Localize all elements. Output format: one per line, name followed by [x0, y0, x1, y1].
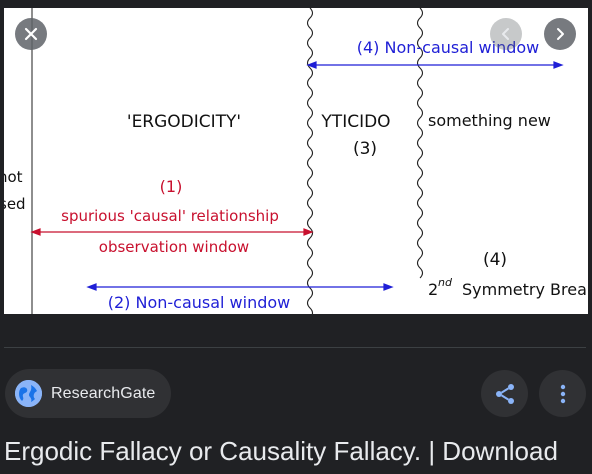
- label-mirrored: YTICIDO: [320, 112, 390, 132]
- label-spurious: spurious 'causal' relationship: [61, 207, 279, 225]
- chevron-right-icon: [557, 28, 564, 40]
- wavy-line-left: [306, 8, 314, 314]
- source-chip[interactable]: ResearchGate: [5, 369, 172, 418]
- label-ergodicity: 'ERGODICITY': [127, 112, 241, 132]
- label-symmetry-sup: nd: [438, 276, 453, 289]
- label-1: (1): [160, 177, 183, 196]
- wavy-line-right: [416, 8, 424, 279]
- share-button[interactable]: [481, 370, 528, 417]
- arrow-noncausal-2: [86, 283, 394, 291]
- previous-button[interactable]: [490, 18, 522, 50]
- label-symmetry-base: 2: [428, 280, 438, 299]
- label-noncausal-2: (2) Non-causal window: [108, 293, 291, 312]
- close-button[interactable]: [15, 18, 47, 50]
- share-icon: [495, 383, 514, 404]
- top-strip: [0, 0, 592, 8]
- close-icon: [24, 27, 38, 41]
- label-something-new: something new: [428, 111, 551, 130]
- more-options-button[interactable]: [539, 370, 586, 417]
- figure-svg: 'ERGODICITY' YTICIDO (3) something new (…: [4, 8, 588, 314]
- label-cut-bottom: sed: [4, 195, 26, 213]
- arrow-observation: [30, 228, 314, 236]
- result-title-link[interactable]: Ergodic Fallacy or Causality Fallacy. | …: [4, 436, 558, 466]
- label-symmetry-rest: Symmetry Brea: [462, 280, 587, 299]
- next-button[interactable]: [544, 18, 576, 50]
- label-cut-top: not: [4, 168, 23, 186]
- label-4: (4): [483, 250, 507, 270]
- source-name: ResearchGate: [51, 384, 156, 402]
- chevron-left-icon: [502, 28, 509, 40]
- divider: [4, 347, 586, 348]
- label-3: (3): [353, 139, 377, 159]
- preview-image[interactable]: 'ERGODICITY' YTICIDO (3) something new (…: [4, 8, 588, 314]
- label-noncausal-4: (4) Non-causal window: [357, 38, 540, 57]
- more-vert-icon: [560, 384, 565, 403]
- arrow-noncausal-4: [306, 61, 564, 69]
- globe-icon: [15, 380, 42, 407]
- label-observation: observation window: [99, 238, 249, 256]
